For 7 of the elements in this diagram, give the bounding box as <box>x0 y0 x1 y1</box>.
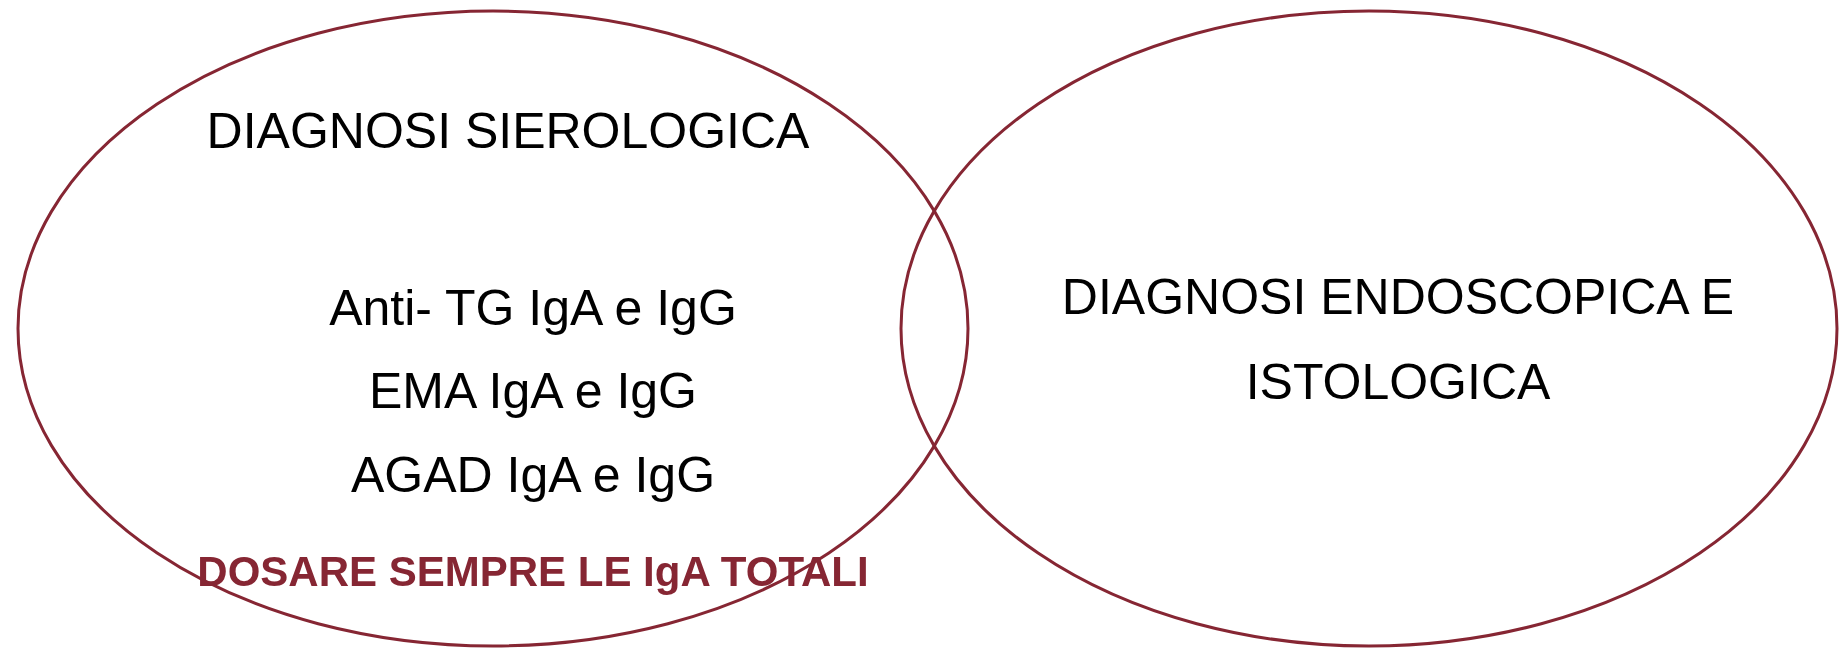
ellipse <box>16 9 970 648</box>
body-text: EMA IgA e IgG <box>368 361 698 421</box>
body-text: AGAD IgA e IgG <box>349 445 717 505</box>
body-text: Anti- TG IgA e IgG <box>328 278 738 338</box>
heading-text: DIAGNOSI SIEROLOGICA <box>205 101 811 161</box>
heading-text: DIAGNOSI ENDOSCOPICA E ISTOLOGICA <box>1060 268 1736 412</box>
ellipse <box>899 9 1839 648</box>
